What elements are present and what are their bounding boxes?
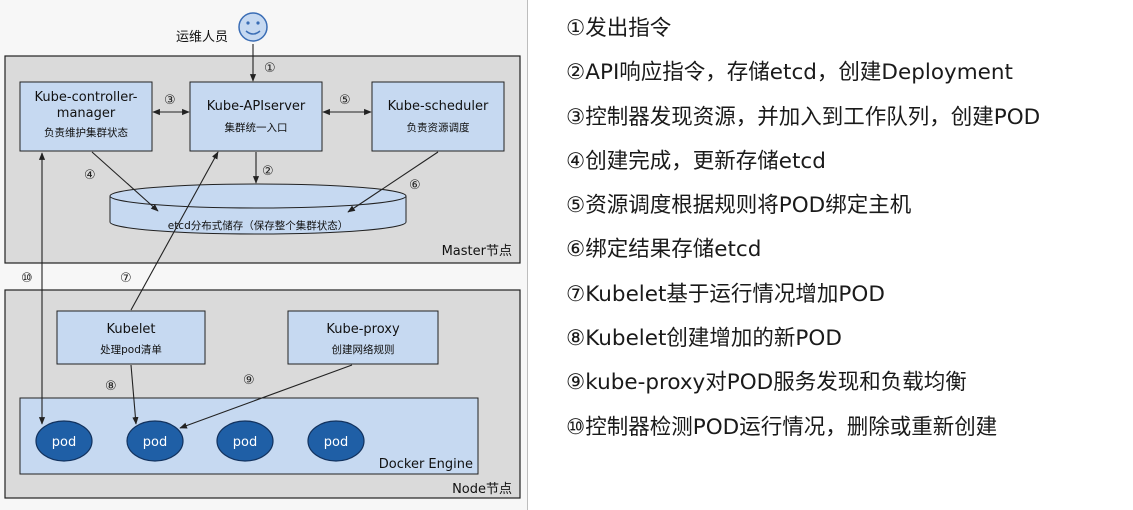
pod-2-label: pod	[143, 435, 167, 450]
step-legend-item: ④创建完成，更新存储etcd	[566, 148, 826, 174]
architecture-svg: Master节点 Node节点 运维人员 Kube-controller- ma…	[4, 12, 521, 499]
pod-1-label: pod	[52, 435, 76, 450]
controller-manager-subtitle: 负责维护集群状态	[44, 126, 128, 139]
step-marker-3: ③	[164, 93, 176, 108]
pod-2	[126, 420, 184, 462]
controller-manager-box	[19, 81, 153, 152]
kube-proxy-subtitle: 创建网络规则	[332, 343, 395, 356]
pod-3-label: pod	[233, 435, 257, 450]
pod-3	[216, 420, 274, 462]
kube-proxy-title: Kube-proxy	[326, 322, 400, 337]
arrow-step-9	[179, 364, 353, 429]
step-marker-2: ②	[262, 164, 274, 179]
docker-engine-label: Docker Engine	[379, 457, 473, 472]
step-marker-1: ①	[264, 61, 276, 76]
pod-4-label: pod	[324, 435, 348, 450]
step-legend-item: ⑧Kubelet创建增加的新POD	[566, 326, 842, 352]
step-marker-6: ⑥	[409, 178, 421, 193]
node-region-label: Node节点	[452, 482, 512, 497]
etcd-label: etcd分布式储存（保存整个集群状态）	[168, 219, 349, 232]
step-legend-item: ⑨kube-proxy对POD服务发现和负载均衡	[566, 370, 967, 396]
step-legend-item: ⑦Kubelet基于运行情况增加POD	[566, 281, 885, 307]
arrow-step-4	[91, 151, 159, 212]
step-marker-8: ⑧	[105, 379, 117, 394]
operator-label: 运维人员	[176, 30, 228, 45]
kubelet-title: Kubelet	[106, 322, 155, 337]
step-legend-item: ②API响应指令，存储etcd，创建Deployment	[566, 60, 1013, 86]
apiserver-title: Kube-APIserver	[207, 99, 306, 114]
apiserver-subtitle: 集群统一入口	[225, 121, 288, 134]
step-marker-10: ⑩	[21, 271, 33, 286]
scheduler-subtitle: 负责资源调度	[407, 121, 470, 134]
arrow-step-8	[130, 364, 139, 425]
step-legend-item: ①发出指令	[566, 16, 672, 41]
scheduler-box	[371, 81, 505, 152]
apiserver-box	[189, 81, 323, 152]
step-legend-item: ③控制器发现资源，并加入到工作队列，创建POD	[566, 104, 1041, 130]
step-legend-item: ⑩控制器检测POD运行情况，删除或重新创建	[566, 414, 998, 440]
controller-manager-title-2: manager	[57, 106, 116, 121]
pod-4	[307, 420, 365, 462]
step-marker-7: ⑦	[120, 271, 132, 286]
etcd-cylinder	[109, 183, 407, 235]
smiley-icon	[238, 12, 268, 42]
step-marker-4: ④	[84, 168, 96, 183]
master-region-label: Master节点	[442, 244, 512, 259]
step-marker-5: ⑤	[339, 93, 351, 108]
step-legend: ①发出指令 ②API响应指令，存储etcd，创建Deployment ③控制器发…	[566, 10, 1040, 453]
kube-proxy-box	[287, 310, 439, 365]
pod-1	[35, 420, 93, 462]
step-legend-item: ⑤资源调度根据规则将POD绑定主机	[566, 193, 912, 219]
arrow-step-7	[130, 151, 219, 311]
step-marker-9: ⑨	[243, 373, 255, 388]
controller-manager-title-1: Kube-controller-	[35, 90, 138, 105]
scheduler-title: Kube-scheduler	[388, 99, 489, 114]
arrow-step-6	[347, 151, 439, 213]
kubelet-subtitle: 处理pod清单	[100, 343, 162, 356]
kubelet-box	[56, 310, 206, 365]
step-legend-item: ⑥绑定结果存储etcd	[566, 237, 762, 263]
architecture-diagram: Master节点 Node节点 运维人员 Kube-controller- ma…	[0, 0, 528, 510]
